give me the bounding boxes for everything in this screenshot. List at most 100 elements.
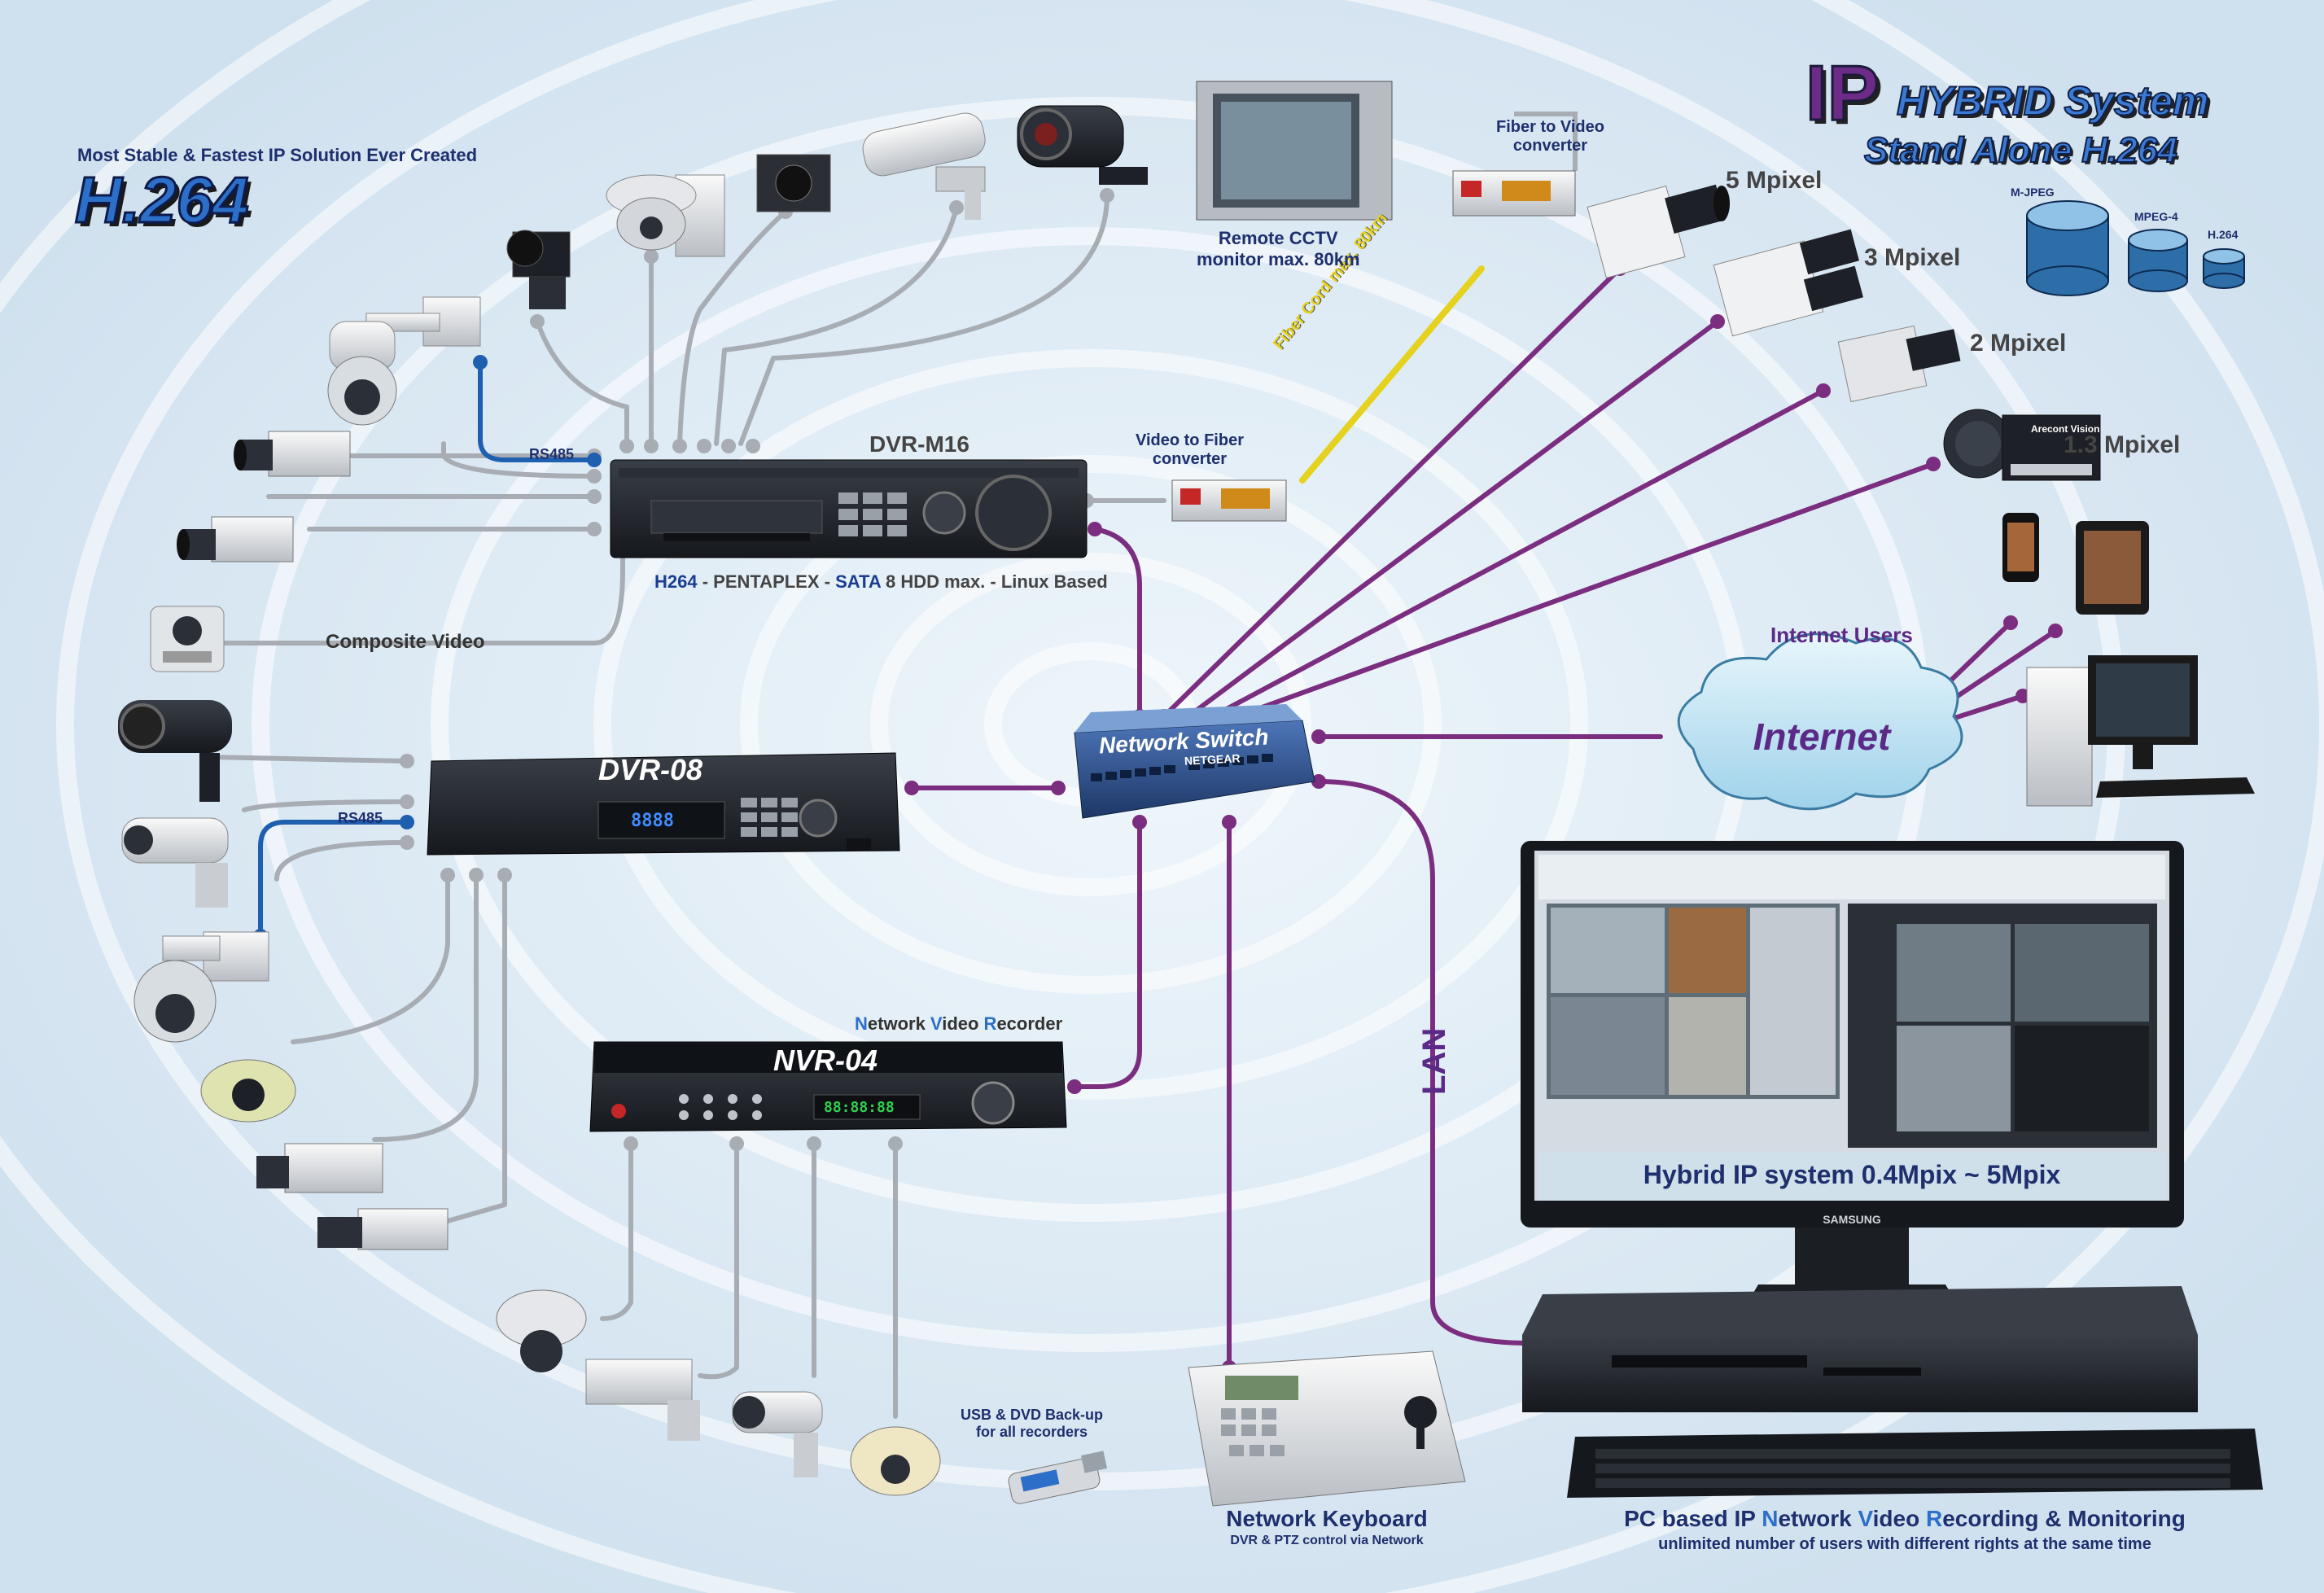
pc-caption-part1: PC based IP (1624, 1506, 1762, 1531)
internet-label: Internet (1753, 716, 1891, 758)
pc-case-device (1522, 1286, 2198, 1412)
ir-bullet-camera-icon (732, 1391, 823, 1477)
chart-label-mpeg4: MPEG-4 (2134, 210, 2178, 223)
video-to-fiber-label: Video to Fiber converter (1136, 431, 1244, 468)
2mpixel-camera-icon (1837, 325, 1961, 403)
camera-label-3mp: 3 Mpixel (1864, 244, 1961, 271)
spec-pentaplex: - PENTAPLEX - (697, 571, 836, 592)
lan-label: LAN (1416, 1027, 1452, 1095)
box-camera-icon (234, 431, 351, 477)
pc-monitor-device (1521, 841, 2184, 1298)
hybrid-system-banner: Hybrid IP system 0.4Mpix ~ 5Mpix (1643, 1160, 2061, 1189)
bullet-camera-icon (862, 112, 986, 220)
nvr-caption-r: R (983, 1013, 997, 1034)
chart-label-h264: H.264 (2208, 228, 2239, 241)
housing-camera-icon (585, 1359, 700, 1441)
ir-bullet-camera-icon (118, 700, 232, 802)
ip-cameras (1587, 184, 2101, 481)
pc-caption-subtitle: unlimited number of users with different… (1658, 1535, 2151, 1553)
spec-h264: H264 (654, 571, 698, 592)
ptz-dome-camera-icon (133, 931, 269, 1043)
usb-drive-icon (1008, 1451, 1107, 1504)
1.3mpixel-camera-icon (1943, 409, 2101, 481)
remote-cctv-monitor-icon (1196, 81, 1393, 221)
camera-label-1.3mp: 1.3 Mpixel (2064, 431, 2181, 458)
arecont-brand: Arecont Vision (2031, 423, 2100, 435)
bullet-camera-icon (121, 817, 229, 908)
dvr-m16-device (610, 459, 1088, 558)
dome-camera-icon (850, 1426, 941, 1496)
dome-camera-icon (606, 174, 725, 257)
3mpixel-camera-icon (1713, 229, 1863, 337)
pc-caption-part4: ecording & Monitoring (1942, 1506, 2186, 1531)
internet-cloud-icon (1677, 632, 1963, 811)
internet-users-label: Internet Users (1770, 623, 1913, 647)
analog-wiring (205, 193, 1166, 1419)
smartphone-icon (2002, 513, 2039, 582)
pc-caption-n: N (1762, 1506, 1779, 1531)
dvr-08-device (427, 752, 900, 856)
mpeg4-cylinder (2128, 229, 2188, 292)
dvr-m16-specs: H264 - PENTAPLEX - SATA 8 HDD max. - Lin… (654, 571, 1108, 593)
usb-backup-label: USB & DVD Back-up for all recorders (961, 1407, 1104, 1440)
pc-caption-title: PC based IP Network Video Recording & Mo… (1547, 1506, 2263, 1532)
fiber-to-video-label: Fiber to Video converter (1496, 118, 1604, 155)
network-switch-device (1074, 704, 1315, 819)
box-camera-icon (256, 1143, 383, 1193)
spec-sata: SATA (835, 571, 881, 592)
mjpeg-cylinder (2026, 200, 2109, 296)
nvr-04-title: NVR-04 (773, 1044, 878, 1077)
pc-caption-part3: ideo (1872, 1506, 1926, 1531)
nvr-caption-n: N (855, 1013, 868, 1034)
rs485-label-dvr08: RS485 (338, 810, 383, 826)
rs485-wiring (258, 360, 597, 939)
composite-video-label: Composite Video (326, 631, 485, 653)
tablet-icon (2076, 521, 2149, 615)
board-camera-icon (506, 230, 571, 309)
dome-camera-icon (200, 1059, 296, 1123)
samsung-brand: SAMSUNG (1823, 1213, 1881, 1226)
tagline: Most Stable & Fastest IP Solution Ever C… (77, 145, 478, 165)
dvr-m16-title: DVR-M16 (869, 431, 969, 457)
camera-label-5mp: 5 Mpixel (1726, 167, 1823, 194)
h264-badge: H.264 (73, 163, 249, 238)
ptz-dome-camera-icon (327, 296, 481, 426)
nvr-caption: Network Video Recorder (855, 1013, 1062, 1035)
network-keyboard-device (1188, 1350, 1466, 1507)
fiber-monitor-line (1514, 112, 1578, 171)
nvr-04-device (589, 1041, 1067, 1132)
camera-label-2mp: 2 Mpixel (1970, 330, 2067, 357)
fiber-to-video-converter-icon (1452, 170, 1576, 217)
dvr-08-title: DVR-08 (598, 753, 703, 786)
video-to-fiber-converter-icon (1171, 479, 1287, 522)
network-wiring (909, 266, 2058, 1370)
compact-camera-icon (756, 154, 831, 212)
pc-caption-v: V (1858, 1506, 1873, 1531)
pc-keyboard-device (1567, 1429, 2263, 1498)
title-ip: IP (1805, 49, 1881, 138)
compression-chart (2026, 200, 2245, 296)
analog-cameras (118, 105, 1148, 1496)
fiber-cord-line (1299, 265, 1485, 484)
nvr-caption-part3: ecorder (996, 1013, 1063, 1034)
spec-hdd: 8 HDD max. - Linux Based (880, 571, 1108, 592)
pc-caption-part2: etwork (1778, 1506, 1858, 1531)
pc-caption-r: R (1926, 1506, 1943, 1531)
ir-bullet-camera-icon (1017, 105, 1148, 185)
dvr-08-display: 8888 (631, 811, 674, 831)
nvr-caption-v: V (930, 1013, 943, 1034)
network-keyboard-subtitle: DVR & PTZ control via Network (1230, 1534, 1424, 1547)
title-stand-alone: Stand Alone H.264 (1863, 129, 2178, 171)
nvr-caption-part1: etwork (867, 1013, 930, 1034)
camera-housing-icon (150, 606, 225, 672)
box-camera-icon (317, 1208, 449, 1250)
desktop-user-icon (2026, 655, 2255, 807)
nvr-04-display: 88:88:88 (824, 1099, 895, 1116)
chart-label-mjpeg: M-JPEG (2011, 186, 2055, 199)
h264-cylinder (2203, 248, 2245, 289)
dome-camera-icon (496, 1289, 587, 1372)
rs485-label-m16: RS485 (529, 446, 575, 462)
box-camera-icon (177, 516, 294, 562)
network-keyboard-title: Network Keyboard (1226, 1506, 1428, 1531)
